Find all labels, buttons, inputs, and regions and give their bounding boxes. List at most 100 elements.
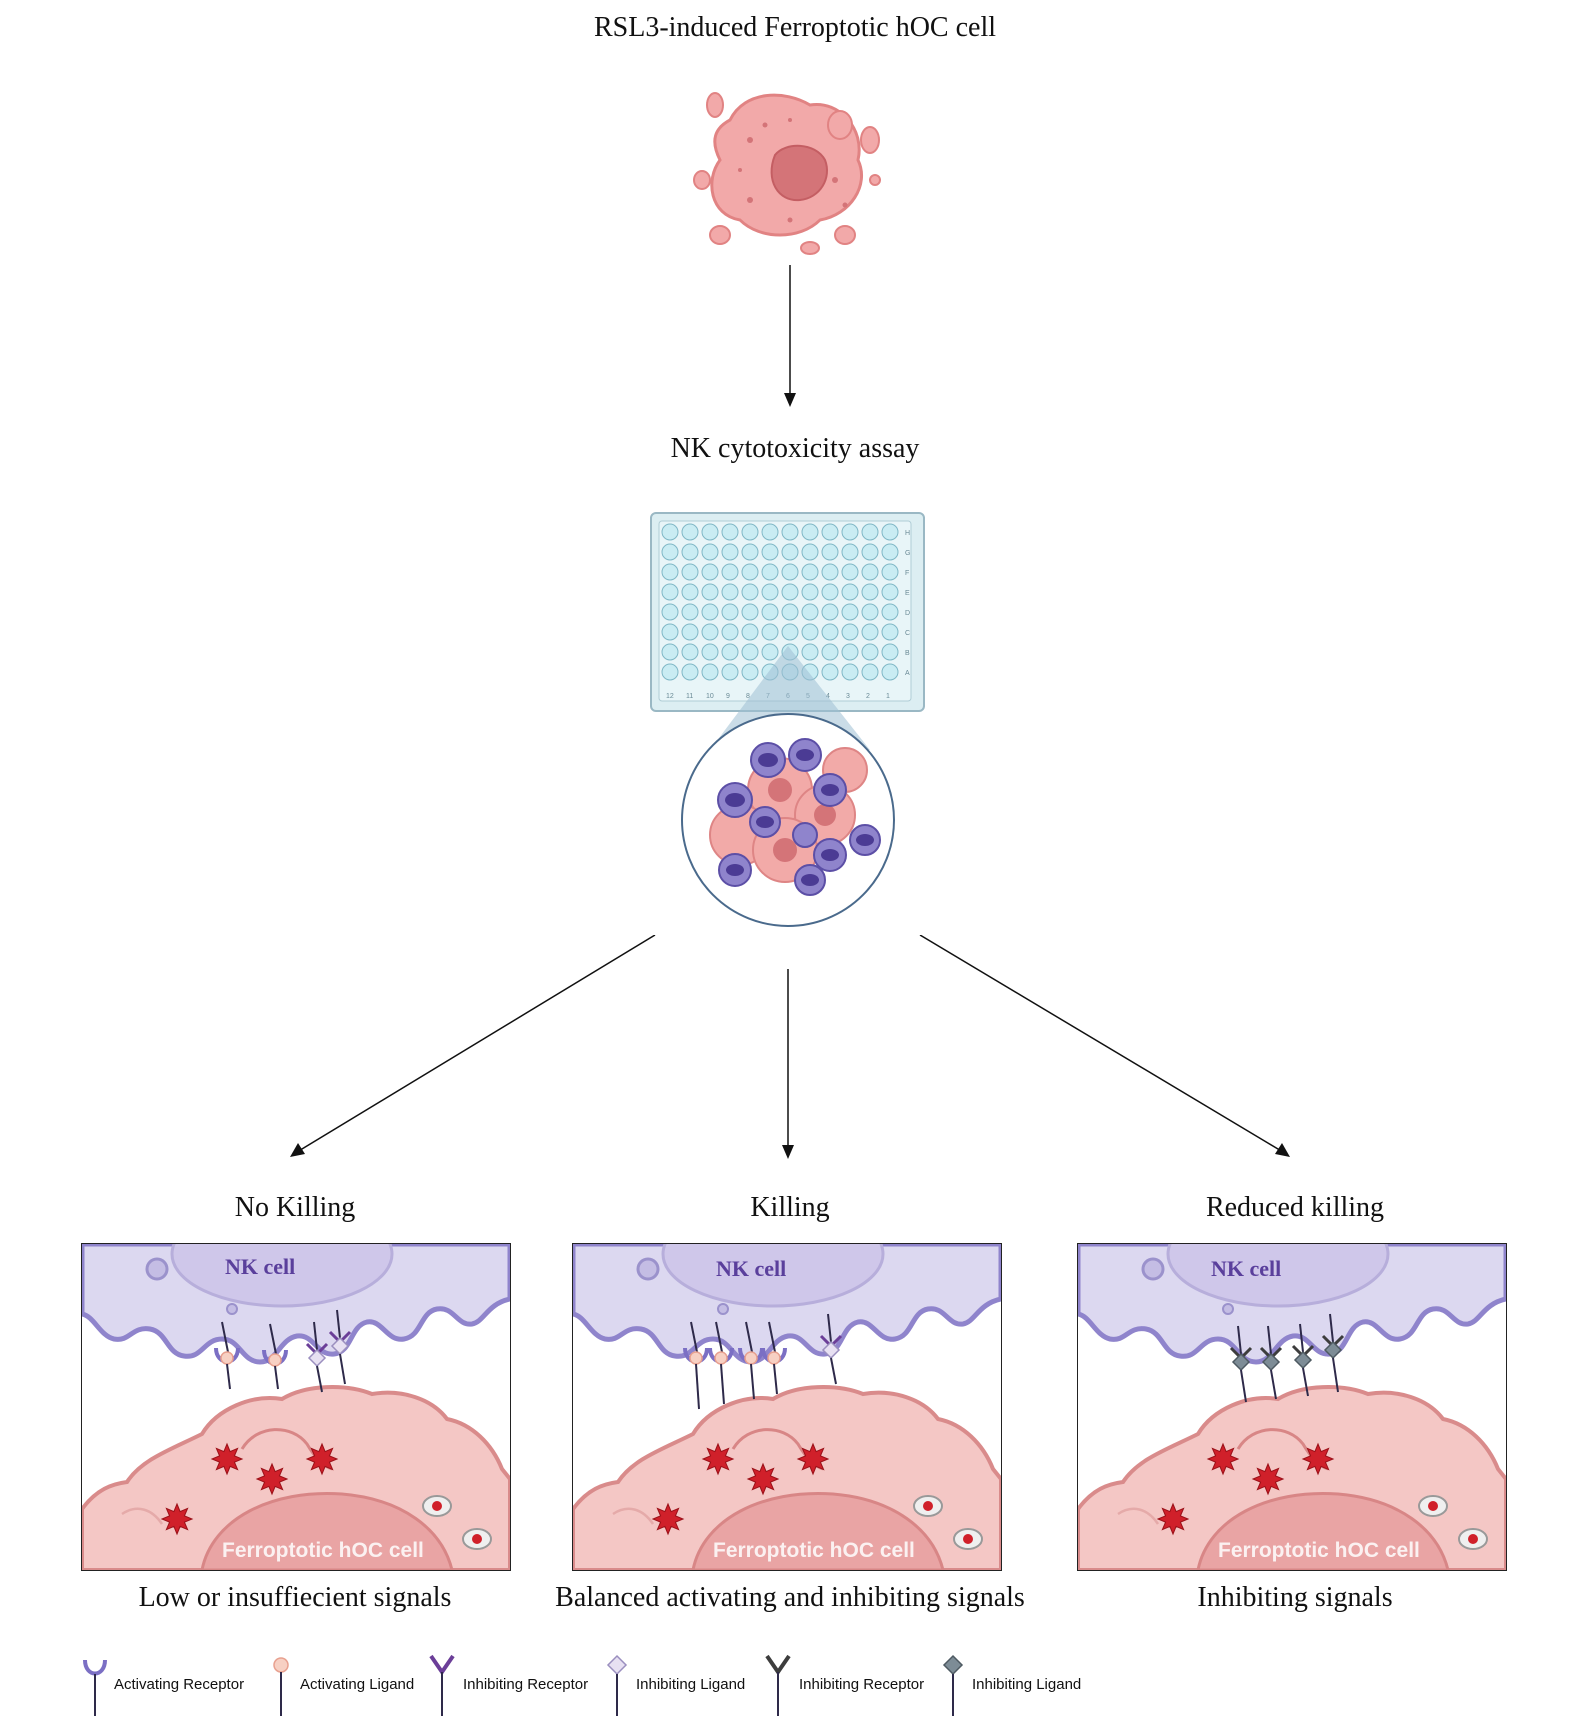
ligand-stalk bbox=[830, 1357, 837, 1385]
nk-vesicle bbox=[1141, 1257, 1165, 1281]
nk-cell-nucleus bbox=[170, 1244, 394, 1308]
plate-well bbox=[761, 583, 779, 601]
legend-item: Inhibiting Ligand bbox=[940, 1652, 1081, 1718]
plate-well bbox=[741, 583, 759, 601]
ligand-stalk bbox=[1332, 1357, 1339, 1393]
plate-well bbox=[781, 523, 799, 541]
tumor-cell-nucleus bbox=[1196, 1491, 1450, 1570]
plate-col-label: 11 bbox=[686, 693, 693, 700]
receptor-stalk bbox=[221, 1321, 229, 1353]
legend-item: Inhibiting Receptor bbox=[763, 1652, 924, 1718]
receptor-stalk bbox=[827, 1313, 832, 1343]
ligand-stalk bbox=[1270, 1369, 1277, 1400]
plate-well bbox=[761, 603, 779, 621]
ligand-stalk bbox=[274, 1365, 279, 1390]
plate-well bbox=[661, 543, 679, 561]
activating-ligand-icon bbox=[744, 1351, 758, 1365]
plate-well bbox=[861, 663, 879, 681]
panel-no-killing: NK cell Ferroptotic hOC cell bbox=[81, 1243, 511, 1571]
plate-well bbox=[741, 563, 759, 581]
plate-well bbox=[821, 523, 839, 541]
hoc-cell-label: Ferroptotic hOC cell bbox=[222, 1539, 424, 1562]
plate-well bbox=[801, 623, 819, 641]
ligand-stalk bbox=[750, 1363, 755, 1400]
caption-killing: Balanced activating and inhibiting signa… bbox=[555, 1582, 1025, 1613]
plate-well bbox=[801, 523, 819, 541]
plate-well bbox=[701, 543, 719, 561]
receptor-stalk bbox=[715, 1321, 723, 1353]
plate-well bbox=[681, 603, 699, 621]
plate-row-label: F bbox=[905, 570, 909, 577]
plate-well bbox=[881, 563, 899, 581]
panel-title-no-killing: No Killing bbox=[234, 1192, 356, 1223]
receptor-stalk bbox=[336, 1309, 341, 1339]
plate-well bbox=[861, 623, 879, 641]
activating-ligand-icon bbox=[268, 1353, 282, 1367]
plate-col-label: 1 bbox=[886, 693, 890, 700]
legend-item: Activating Receptor bbox=[80, 1652, 244, 1718]
panel-reduced-killing: NK cell Ferroptotic hOC cell bbox=[1077, 1243, 1507, 1571]
plate-row-label: C bbox=[905, 630, 910, 637]
membrane-fold bbox=[1117, 1507, 1160, 1525]
plate-well bbox=[801, 583, 819, 601]
plate-well bbox=[681, 643, 699, 661]
plate-well bbox=[781, 603, 799, 621]
ros-icon bbox=[305, 1442, 339, 1476]
ros-icon bbox=[1206, 1442, 1240, 1476]
plate-well bbox=[761, 543, 779, 561]
ros-icon bbox=[1428, 1501, 1438, 1511]
inhibiting-ligand-dark-icon bbox=[942, 1654, 964, 1716]
plate-well bbox=[721, 523, 739, 541]
plate-well bbox=[721, 583, 739, 601]
nk-cell-label: NK cell bbox=[716, 1256, 787, 1281]
caption-reduced-killing: Inhibiting signals bbox=[1197, 1582, 1393, 1613]
plate-well bbox=[721, 563, 739, 581]
arrow-down-1 bbox=[784, 265, 796, 407]
plate-row-label: H bbox=[905, 530, 910, 537]
ros-icon bbox=[1251, 1462, 1285, 1496]
plate-row-label: A bbox=[905, 670, 910, 677]
legend-item: Inhibiting Ligand bbox=[604, 1652, 745, 1718]
plate-well bbox=[661, 583, 679, 601]
legend-item: Activating Ligand bbox=[268, 1652, 414, 1718]
activating-ligand-icon bbox=[220, 1351, 234, 1365]
plate-well bbox=[881, 523, 899, 541]
plate-col-label: 10 bbox=[706, 693, 714, 700]
ros-icon bbox=[701, 1442, 735, 1476]
plate-well bbox=[701, 623, 719, 641]
panel-killing: NK cell Ferroptotic hOC cell bbox=[572, 1243, 1002, 1571]
plate-well bbox=[801, 543, 819, 561]
plate-well bbox=[821, 603, 839, 621]
ros-icon bbox=[746, 1462, 780, 1496]
plate-col-label: 4 bbox=[826, 693, 830, 700]
plate-well bbox=[881, 543, 899, 561]
magnified-well bbox=[681, 646, 895, 927]
nk-cell-label: NK cell bbox=[225, 1254, 296, 1279]
panel-title-killing: Killing bbox=[750, 1192, 830, 1223]
panel-title-reduced-killing: Reduced killing bbox=[1205, 1192, 1385, 1223]
inhibiting-ligand-dark-icon bbox=[1293, 1350, 1313, 1370]
plate-well bbox=[741, 623, 759, 641]
plate-well bbox=[701, 663, 719, 681]
receptor-stalk bbox=[1237, 1325, 1242, 1355]
receptor-stalk bbox=[1267, 1325, 1272, 1355]
plate-well bbox=[741, 603, 759, 621]
activating-receptor-icon bbox=[83, 1659, 107, 1716]
plate-well bbox=[861, 543, 879, 561]
ros-icon bbox=[432, 1501, 442, 1511]
plate-well bbox=[661, 523, 679, 541]
plate-well bbox=[881, 663, 899, 681]
plate-row-label: G bbox=[905, 550, 910, 557]
receptor-stalk bbox=[269, 1323, 277, 1355]
nk-vesicle bbox=[1222, 1303, 1234, 1315]
plate-well bbox=[701, 643, 719, 661]
ros-icon bbox=[1301, 1442, 1335, 1476]
plate-well bbox=[721, 623, 739, 641]
ligand-stalk bbox=[339, 1353, 346, 1385]
nk-cell-label: NK cell bbox=[1211, 1256, 1282, 1281]
plate-row-label: D bbox=[905, 610, 910, 617]
plate-well bbox=[661, 603, 679, 621]
plate-col-label: 9 bbox=[726, 693, 730, 700]
plate-col-label: 12 bbox=[666, 693, 674, 700]
ros-icon bbox=[651, 1502, 685, 1536]
